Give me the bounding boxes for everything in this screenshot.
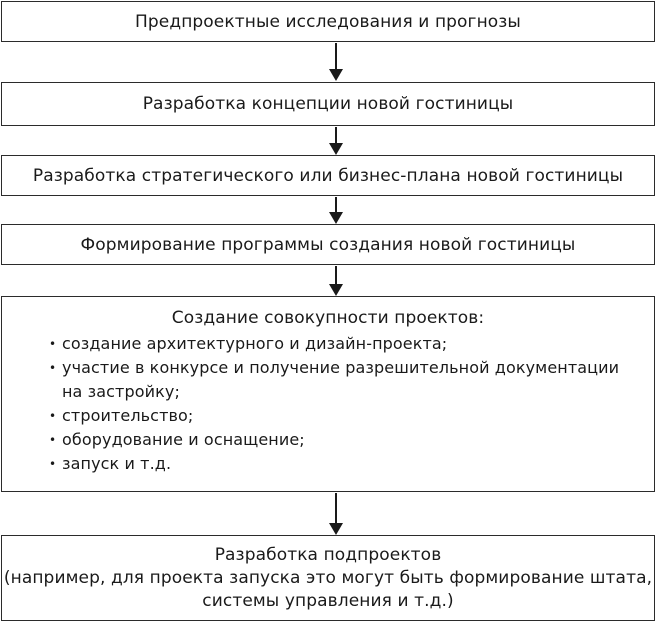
step-box-business-plan: Разработка стратегического или бизнес-пл… xyxy=(1,155,655,196)
bullet-icon: • xyxy=(49,433,57,447)
down-arrow-icon xyxy=(328,197,344,224)
step-label: Разработка концепции новой гостиницы xyxy=(142,94,514,114)
bullet-icon: • xyxy=(49,409,57,423)
down-arrow-icon xyxy=(328,43,344,81)
list-item: • создание архитектурного и дизайн-проек… xyxy=(49,332,654,356)
list-item: • участие в конкурсе и получение разреши… xyxy=(49,356,654,380)
step-description-line: (например, для проекта запуска это могут… xyxy=(3,567,653,588)
step-label: Предпроектные исследования и прогнозы xyxy=(135,11,521,32)
step-box-program: Формирование программы создания новой го… xyxy=(1,224,655,265)
down-arrow-icon xyxy=(328,493,344,535)
step-box-projects-set: Создание совокупности проектов: • создан… xyxy=(1,296,655,492)
step-label: Формирование программы создания новой го… xyxy=(80,234,576,255)
step-description-line: системы управления и т.д.) xyxy=(202,590,454,611)
step-box-concept: Разработка концепции новой гостиницы xyxy=(1,82,655,126)
step-box-preliminary-research: Предпроектные исследования и прогнозы xyxy=(1,1,655,42)
list-item: • запуск и т.д. xyxy=(49,452,654,476)
bullet-icon: • xyxy=(49,361,57,375)
bullet-icon: • xyxy=(49,457,57,471)
step-label: Разработка стратегического или бизнес-пл… xyxy=(32,165,624,186)
list-item: • строительство; xyxy=(49,404,654,428)
list-item-continuation: на застройку; xyxy=(62,382,180,401)
step-title: Разработка подпроектов xyxy=(214,544,442,565)
down-arrow-icon xyxy=(328,127,344,155)
list-item: • оборудование и оснащение; xyxy=(49,428,654,452)
projects-list: • создание архитектурного и дизайн-проек… xyxy=(2,332,654,476)
step-title: Создание совокупности проектов: xyxy=(171,308,485,328)
down-arrow-icon xyxy=(328,266,344,296)
step-box-subprojects: Разработка подпроектов (например, для пр… xyxy=(1,535,655,621)
bullet-icon: • xyxy=(49,337,57,351)
